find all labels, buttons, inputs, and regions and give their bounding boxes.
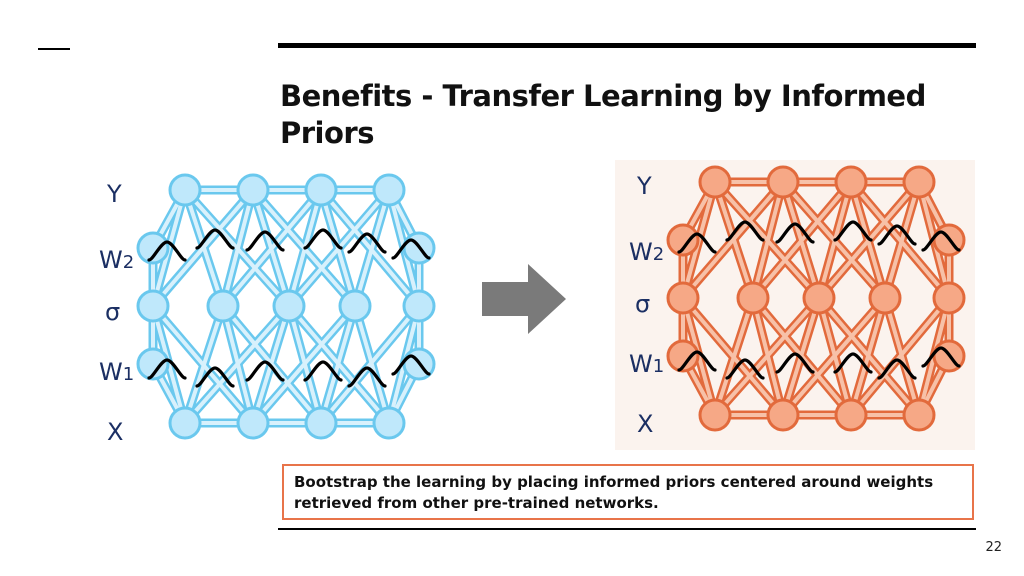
label-sigma: σ	[635, 290, 650, 318]
page-number: 22	[985, 540, 1002, 555]
corner-dash	[38, 48, 70, 50]
label-y: Y	[106, 180, 122, 208]
label-sigma: σ	[105, 298, 120, 326]
neuron-node	[374, 175, 404, 205]
label-x: X	[107, 418, 123, 446]
neuron-node	[170, 175, 200, 205]
neuron-node	[170, 408, 200, 438]
slide-title: Benefits - Transfer Learning by Informed…	[280, 78, 970, 152]
label-y: Y	[636, 172, 652, 200]
neuron-node	[208, 291, 238, 321]
neuron-node	[340, 291, 370, 321]
neuron-node	[836, 167, 866, 197]
neuron-node	[306, 408, 336, 438]
neuron-node	[374, 408, 404, 438]
neuron-node	[768, 167, 798, 197]
neuron-node	[238, 175, 268, 205]
label-w2: W2	[99, 246, 134, 274]
neuron-node	[738, 283, 768, 313]
neuron-node	[768, 400, 798, 430]
callout-text: Bootstrap the learning by placing inform…	[294, 473, 933, 512]
neuron-node	[700, 167, 730, 197]
neuron-node	[306, 175, 336, 205]
label-w1: W1	[99, 358, 134, 386]
neuron-node	[668, 283, 698, 313]
neuron-node	[700, 400, 730, 430]
neuron-node	[138, 291, 168, 321]
label-x: X	[637, 410, 653, 438]
callout-box: Bootstrap the learning by placing inform…	[282, 464, 974, 520]
neuron-node	[836, 400, 866, 430]
neuron-node	[870, 283, 900, 313]
right-arrow-icon	[478, 262, 568, 336]
neuron-node	[274, 291, 304, 321]
top-rule	[278, 43, 976, 48]
neuron-node	[904, 400, 934, 430]
neuron-node	[904, 167, 934, 197]
neuron-node	[238, 408, 268, 438]
neuron-node	[934, 283, 964, 313]
bottom-rule	[278, 528, 976, 530]
neuron-node	[804, 283, 834, 313]
neuron-node	[404, 291, 434, 321]
